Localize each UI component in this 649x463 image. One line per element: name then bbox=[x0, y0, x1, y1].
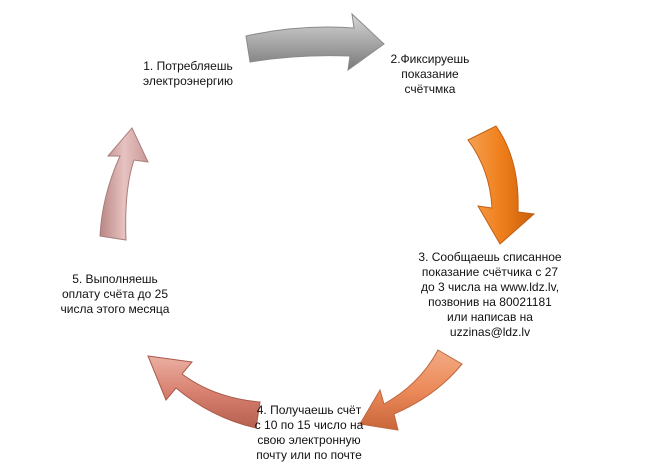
step-5-label: 5. Выполняешь оплату счёта до 25 числа э… bbox=[40, 272, 190, 317]
step-5-line: числа этого месяца bbox=[60, 302, 170, 316]
step-1-line: 1. Потребляешь bbox=[143, 59, 233, 73]
step-4-label: 4. Получаешь счёт с 10 по 15 число на св… bbox=[240, 403, 378, 463]
step-4-line: почту или по почте bbox=[256, 448, 362, 462]
cycle-arrow-5 bbox=[99, 127, 149, 241]
step-5-line: оплату счёта до 25 bbox=[61, 287, 169, 301]
step-5-line: 5. Выполняешь bbox=[72, 272, 158, 286]
step-4-line: 4. Получаешь счёт bbox=[256, 403, 362, 417]
cycle-arrow-4 bbox=[147, 355, 261, 429]
cycle-arrow-1 bbox=[245, 12, 385, 72]
step-3-line: 3. Сообщаешь списанное bbox=[418, 250, 562, 264]
step-1-label: 1. Потребляешь электроэнергию bbox=[128, 59, 248, 89]
step-4-line: свою электронную bbox=[257, 433, 361, 447]
step-1-line: электроэнергию bbox=[143, 74, 233, 88]
step-3-line: до 3 числа на www.ldz.lv, bbox=[420, 280, 560, 294]
step-3-line: или написав на bbox=[447, 310, 533, 324]
step-3-line: uzzinas@ldz.lv bbox=[449, 325, 531, 339]
step-2-label: 2.Фиксируешь показание счётчмка bbox=[370, 52, 490, 97]
step-3-label: 3. Сообщаешь списанное показание счётчик… bbox=[402, 250, 578, 340]
step-2-line: счётчмка bbox=[404, 82, 456, 96]
step-3-line: позвонив на 80021181 bbox=[428, 295, 552, 309]
cycle-arrow-3 bbox=[359, 349, 463, 431]
step-4-line: с 10 по 15 число на bbox=[254, 418, 364, 432]
step-2-line: 2.Фиксируешь bbox=[390, 52, 470, 66]
step-2-line: показание bbox=[401, 67, 459, 81]
step-3-line: показание счётчика с 27 bbox=[421, 265, 559, 279]
cycle-arrow-2 bbox=[467, 125, 536, 245]
